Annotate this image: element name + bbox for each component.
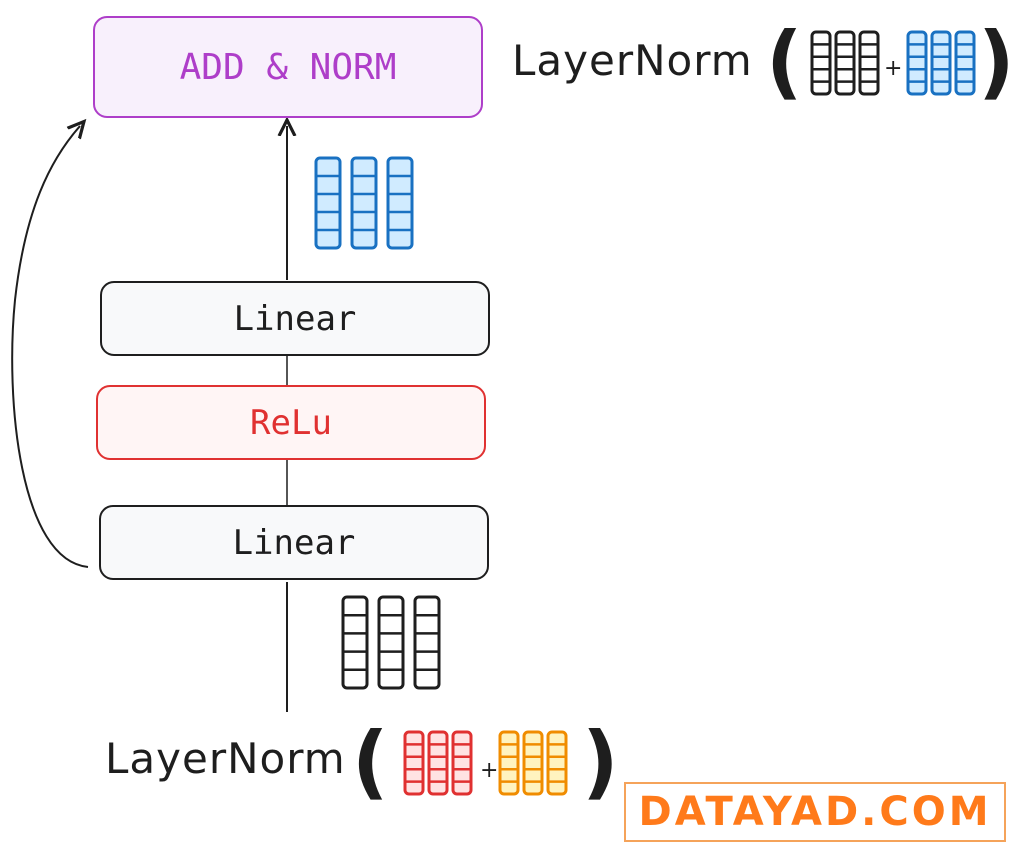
vector-column	[413, 595, 441, 690]
vector-column	[546, 730, 568, 796]
vector-column	[451, 730, 473, 796]
residual-arrow	[11, 126, 89, 568]
vector-column	[314, 156, 342, 250]
vector-column	[377, 595, 405, 690]
top-formula-output-vectors	[906, 30, 976, 96]
vector-column	[350, 156, 378, 250]
vector-column	[930, 30, 952, 96]
top-formula-close-paren: )	[978, 15, 1015, 108]
linear-bottom-block: Linear	[99, 505, 489, 580]
bottom-formula-plus: +	[480, 758, 499, 783]
vector-column	[341, 595, 369, 690]
vector-column	[522, 730, 544, 796]
bottom-formula-close-paren: )	[582, 715, 619, 808]
input-vectors	[341, 595, 441, 690]
bottom-formula-label: LayerNorm	[105, 734, 346, 783]
vector-column	[810, 30, 832, 96]
add-norm-block: ADD & NORM	[93, 16, 483, 118]
top-formula-label: LayerNorm	[512, 36, 753, 85]
linear-top-block: Linear	[100, 281, 490, 356]
output-vectors	[314, 156, 414, 250]
bottom-formula-residual-vectors	[498, 730, 568, 796]
datayad-logo: DATAYAD.COM	[624, 782, 1006, 842]
vector-column	[954, 30, 976, 96]
vector-column	[403, 730, 425, 796]
vector-column	[498, 730, 520, 796]
vector-column	[906, 30, 928, 96]
top-formula-input-vectors	[810, 30, 880, 96]
bottom-formula-open-paren: (	[352, 715, 389, 808]
vector-column	[858, 30, 880, 96]
top-formula-plus: +	[884, 56, 903, 81]
bottom-formula-attention-vectors	[403, 730, 473, 796]
vector-column	[427, 730, 449, 796]
vector-column	[834, 30, 856, 96]
vector-column	[386, 156, 414, 250]
top-formula-open-paren: (	[766, 15, 803, 108]
relu-block: ReLu	[96, 385, 486, 460]
